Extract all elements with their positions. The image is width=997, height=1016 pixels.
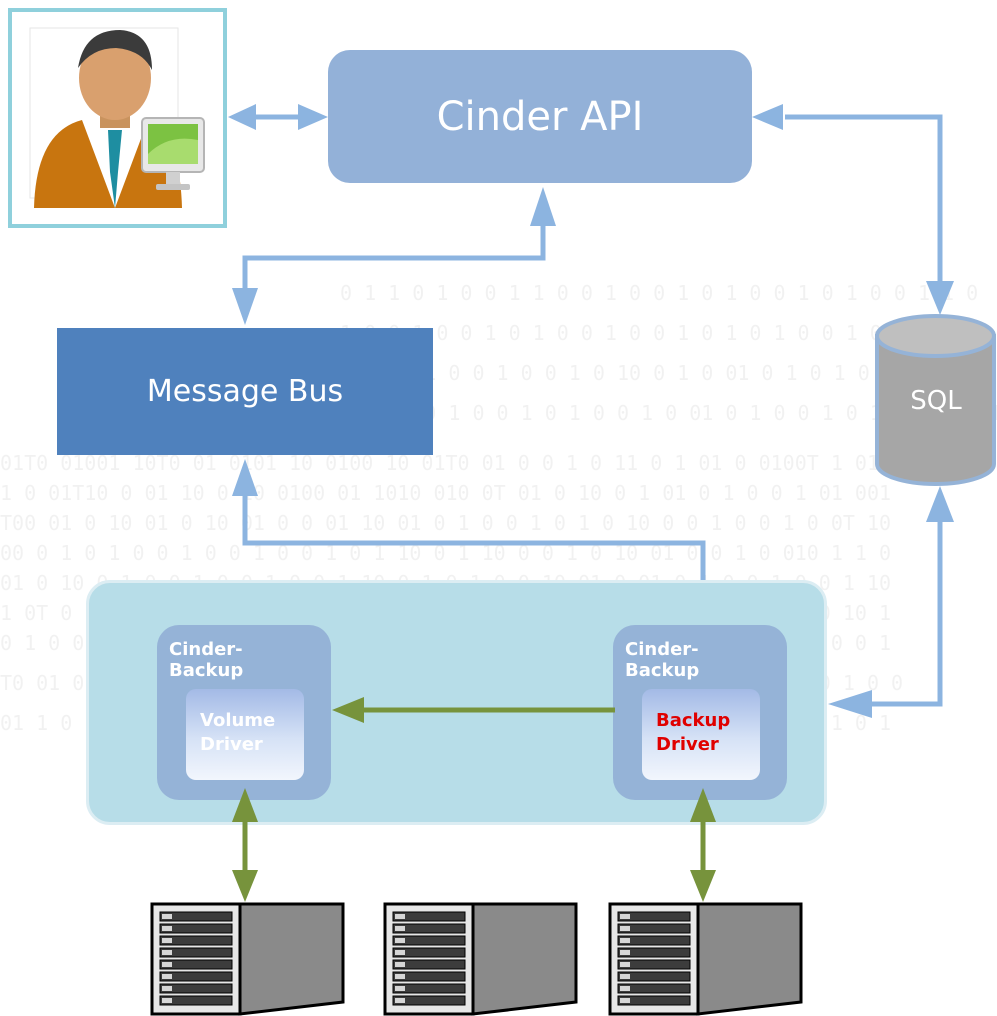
arrow-head <box>228 104 256 130</box>
cinder-backup-left-label: Cinder- Backup <box>169 639 244 681</box>
arrow-head <box>232 870 258 902</box>
arrow-head <box>926 486 954 522</box>
user-frame <box>8 8 227 228</box>
bus-backup-connector <box>242 495 706 587</box>
arrow-head <box>828 690 872 718</box>
volume-driver-box: Volume Driver <box>186 689 304 780</box>
cinder-api-box: Cinder API <box>328 50 752 183</box>
monitor-icon <box>141 117 205 190</box>
message-bus-label: Message Bus <box>146 374 344 409</box>
arrow-head <box>926 281 954 315</box>
database-icon <box>875 314 996 486</box>
arrow-head <box>752 104 783 130</box>
cinder-api-label: Cinder API <box>436 93 644 140</box>
api-sql-connector <box>785 114 943 282</box>
arrow-head <box>232 459 258 496</box>
message-bus-box: Message Bus <box>57 328 433 455</box>
arrow-head <box>232 788 258 822</box>
arrow-head <box>298 104 328 130</box>
arrow-head <box>530 187 556 226</box>
api-bus-connector <box>242 225 546 290</box>
server-icon <box>150 902 345 1016</box>
cinder-backup-right-label: Cinder- Backup <box>625 639 700 681</box>
arrow-head <box>690 870 716 902</box>
sql-label: SQL <box>910 386 962 416</box>
backup-driver-label: Backup Driver <box>656 710 731 755</box>
volume-driver-label: Volume Driver <box>200 710 276 755</box>
arrow-head <box>232 288 258 325</box>
server-icon <box>608 902 803 1016</box>
cinder-backup-left: Cinder- Backup Volume Driver <box>157 625 331 800</box>
arrow-head <box>690 788 716 822</box>
backup-driver-box: Backup Driver <box>642 689 760 780</box>
cinder-backup-right: Cinder- Backup Backup Driver <box>613 625 787 800</box>
sql-backup-connector <box>870 520 943 707</box>
arrow-head <box>332 697 364 723</box>
server-icon <box>383 902 578 1016</box>
